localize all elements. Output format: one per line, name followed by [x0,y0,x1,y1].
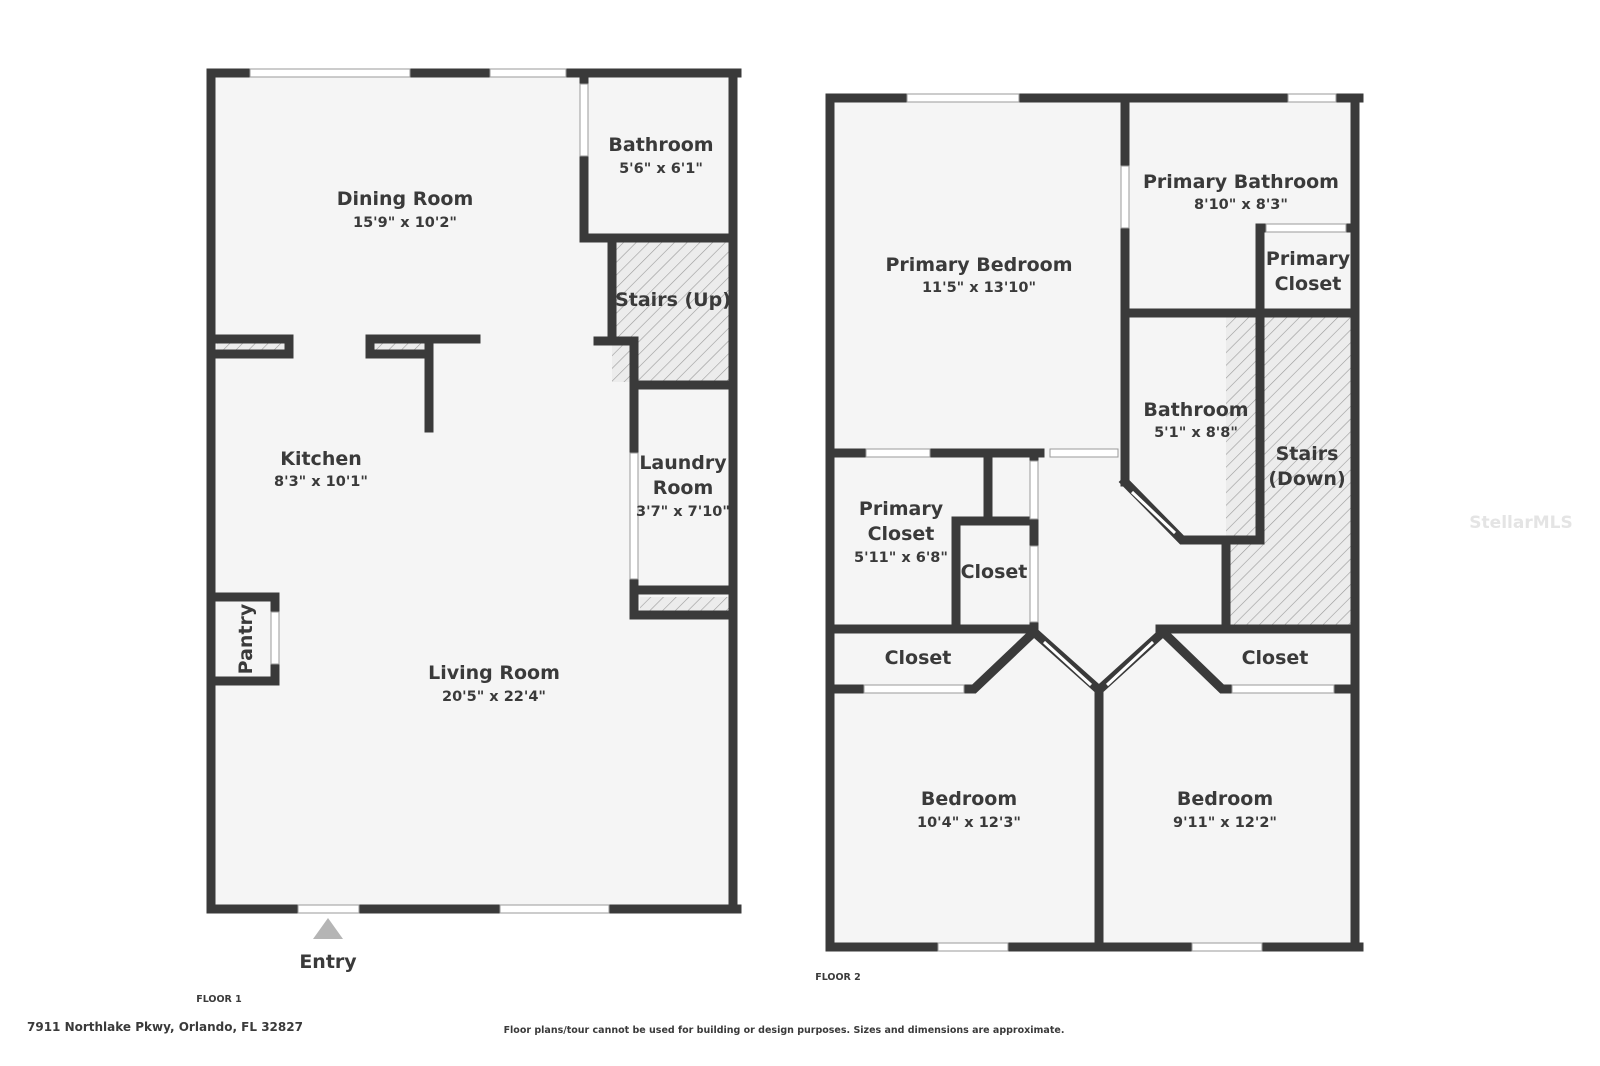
closet-left-name: Closet [885,647,952,669]
bedroom-right-dim: 9'11" x 12'2" [1173,815,1277,831]
floor-1 [206,68,742,939]
bathroom-1-name: Bathroom [608,134,713,156]
floor-2-angled-doors [1042,490,1177,687]
watermark: StellarMLS [1469,513,1572,533]
stairs-down-line2: (Down) [1268,468,1345,490]
closet-mid-name: Closet [961,561,1028,583]
floor-2-labels: Primary Bedroom 11'5" x 13'10" Primary B… [815,171,1351,983]
kitchen-name: Kitchen [280,448,362,470]
floor-1-windows [249,68,639,914]
kitchen-dim: 8'3" x 10'1" [274,474,368,490]
bathroom-2-dim: 5'1" x 8'8" [1154,425,1238,441]
floor-1-labels: Dining Room 15'9" x 10'2" Bathroom 5'6" … [196,134,731,1005]
primary-bathroom-dim: 8'10" x 8'3" [1194,197,1288,213]
address: 7911 Northlake Pkwy, Orlando, FL 32827 [27,1020,303,1034]
primary-closet-line2: Closet [868,523,935,545]
disclaimer: Floor plans/tour cannot be used for buil… [504,1025,1065,1036]
floor-2-windows [863,93,1347,952]
kitchen-counter-hatch [217,343,285,351]
bedroom-left-name: Bedroom [921,788,1017,810]
stairs-down-hatch [1226,316,1351,627]
dining-room-dim: 15'9" x 10'2" [353,215,457,231]
bathroom-2-name: Bathroom [1143,399,1248,421]
closet-right-name: Closet [1242,647,1309,669]
pantry-name: Pantry [235,603,257,674]
floor-2 [825,93,1364,952]
bedroom-right-name: Bedroom [1177,788,1273,810]
primary-closet-dim: 5'11" x 6'8" [854,550,948,566]
laundry-shelf-hatch [640,597,730,613]
floor-1-label: FLOOR 1 [196,994,242,1005]
entry-arrow-icon [313,918,343,939]
stairs-down-line1: Stairs [1276,443,1339,465]
floor-1-area [215,77,733,907]
kitchen-counter-hatch [372,343,427,351]
primary-closet-small-line1: Primary [1266,248,1351,270]
entry-label: Entry [299,951,357,973]
laundry-dim: 3'7" x 7'10" [636,504,730,520]
laundry-name-line1: Laundry [639,452,727,474]
primary-bedroom-name: Primary Bedroom [885,254,1072,276]
primary-bedroom-dim: 11'5" x 13'10" [922,280,1036,296]
primary-closet-line1: Primary [859,498,944,520]
bedroom-left-dim: 10'4" x 12'3" [917,815,1021,831]
dining-room-name: Dining Room [337,188,474,210]
living-room-name: Living Room [428,662,560,684]
laundry-name-line2: Room [653,477,714,499]
bathroom-1-dim: 5'6" x 6'1" [619,161,703,177]
primary-bathroom-name: Primary Bathroom [1143,171,1339,193]
floor-2-label: FLOOR 2 [815,972,861,983]
stairs-up-label: Stairs (Up) [615,289,731,311]
primary-closet-small-line2: Closet [1275,273,1342,295]
living-room-dim: 20'5" x 22'4" [442,689,546,705]
